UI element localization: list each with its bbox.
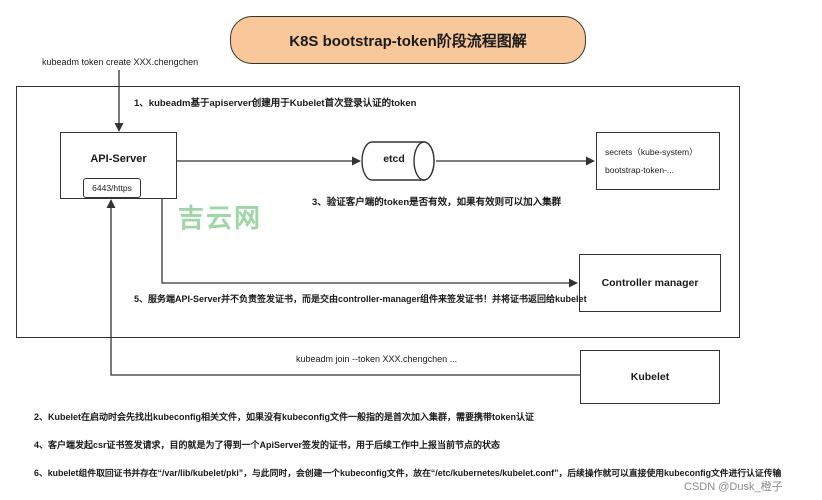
arrow-apiserver-to-controller-manager xyxy=(161,199,578,288)
token-create-command: kubeadm token create XXX.chengchen xyxy=(42,57,199,67)
step-3-label: 3、验证客户端的token是否有效，如果有效则可以加入集群 xyxy=(312,197,562,208)
step-2-label: 2、Kubelet在启动时会先找出kubeconfig相关文件，如果没有kube… xyxy=(34,412,535,422)
etcd-label: etcd xyxy=(383,153,405,165)
step-6-label: 6、kubelet组件取回证书并存在“/var/lib/kubelet/pki”… xyxy=(34,468,782,478)
api-server-label: API-Server xyxy=(90,153,147,165)
token-join-command: kubeadm join --token XXX.chengchen ... xyxy=(296,354,458,364)
etcd-cylinder xyxy=(361,141,435,181)
cluster-frame xyxy=(16,86,740,338)
controller-manager-node: Controller manager xyxy=(579,254,721,312)
secrets-node: secrets（kube-system） bootstrap-token-... xyxy=(596,132,720,190)
port-badge: 6443/https xyxy=(83,178,141,198)
csdn-watermark: CSDN @Dusk_橙子 xyxy=(684,481,783,493)
secrets-line-1: secrets（kube-system） xyxy=(605,147,698,157)
secrets-line-2: bootstrap-token-... xyxy=(605,165,674,175)
kubelet-node: Kubelet xyxy=(580,350,720,404)
arrow-kubelet-to-apiserver xyxy=(106,199,580,376)
step-4-label: 4、客户端发起csr证书签发请求，目的就是为了得到一个ApiServer签发的证… xyxy=(34,440,501,450)
step-5-label: 5、服务端API-Server并不负责签发证书，而是交由controller-m… xyxy=(134,294,587,304)
watermark-text: 吉云网 xyxy=(178,203,263,233)
page-title: K8S bootstrap-token阶段流程图解 xyxy=(230,16,586,64)
step-1-label: 1、kubeadm基于apiserver创建用于Kubelet首次登录认证的to… xyxy=(134,98,417,109)
